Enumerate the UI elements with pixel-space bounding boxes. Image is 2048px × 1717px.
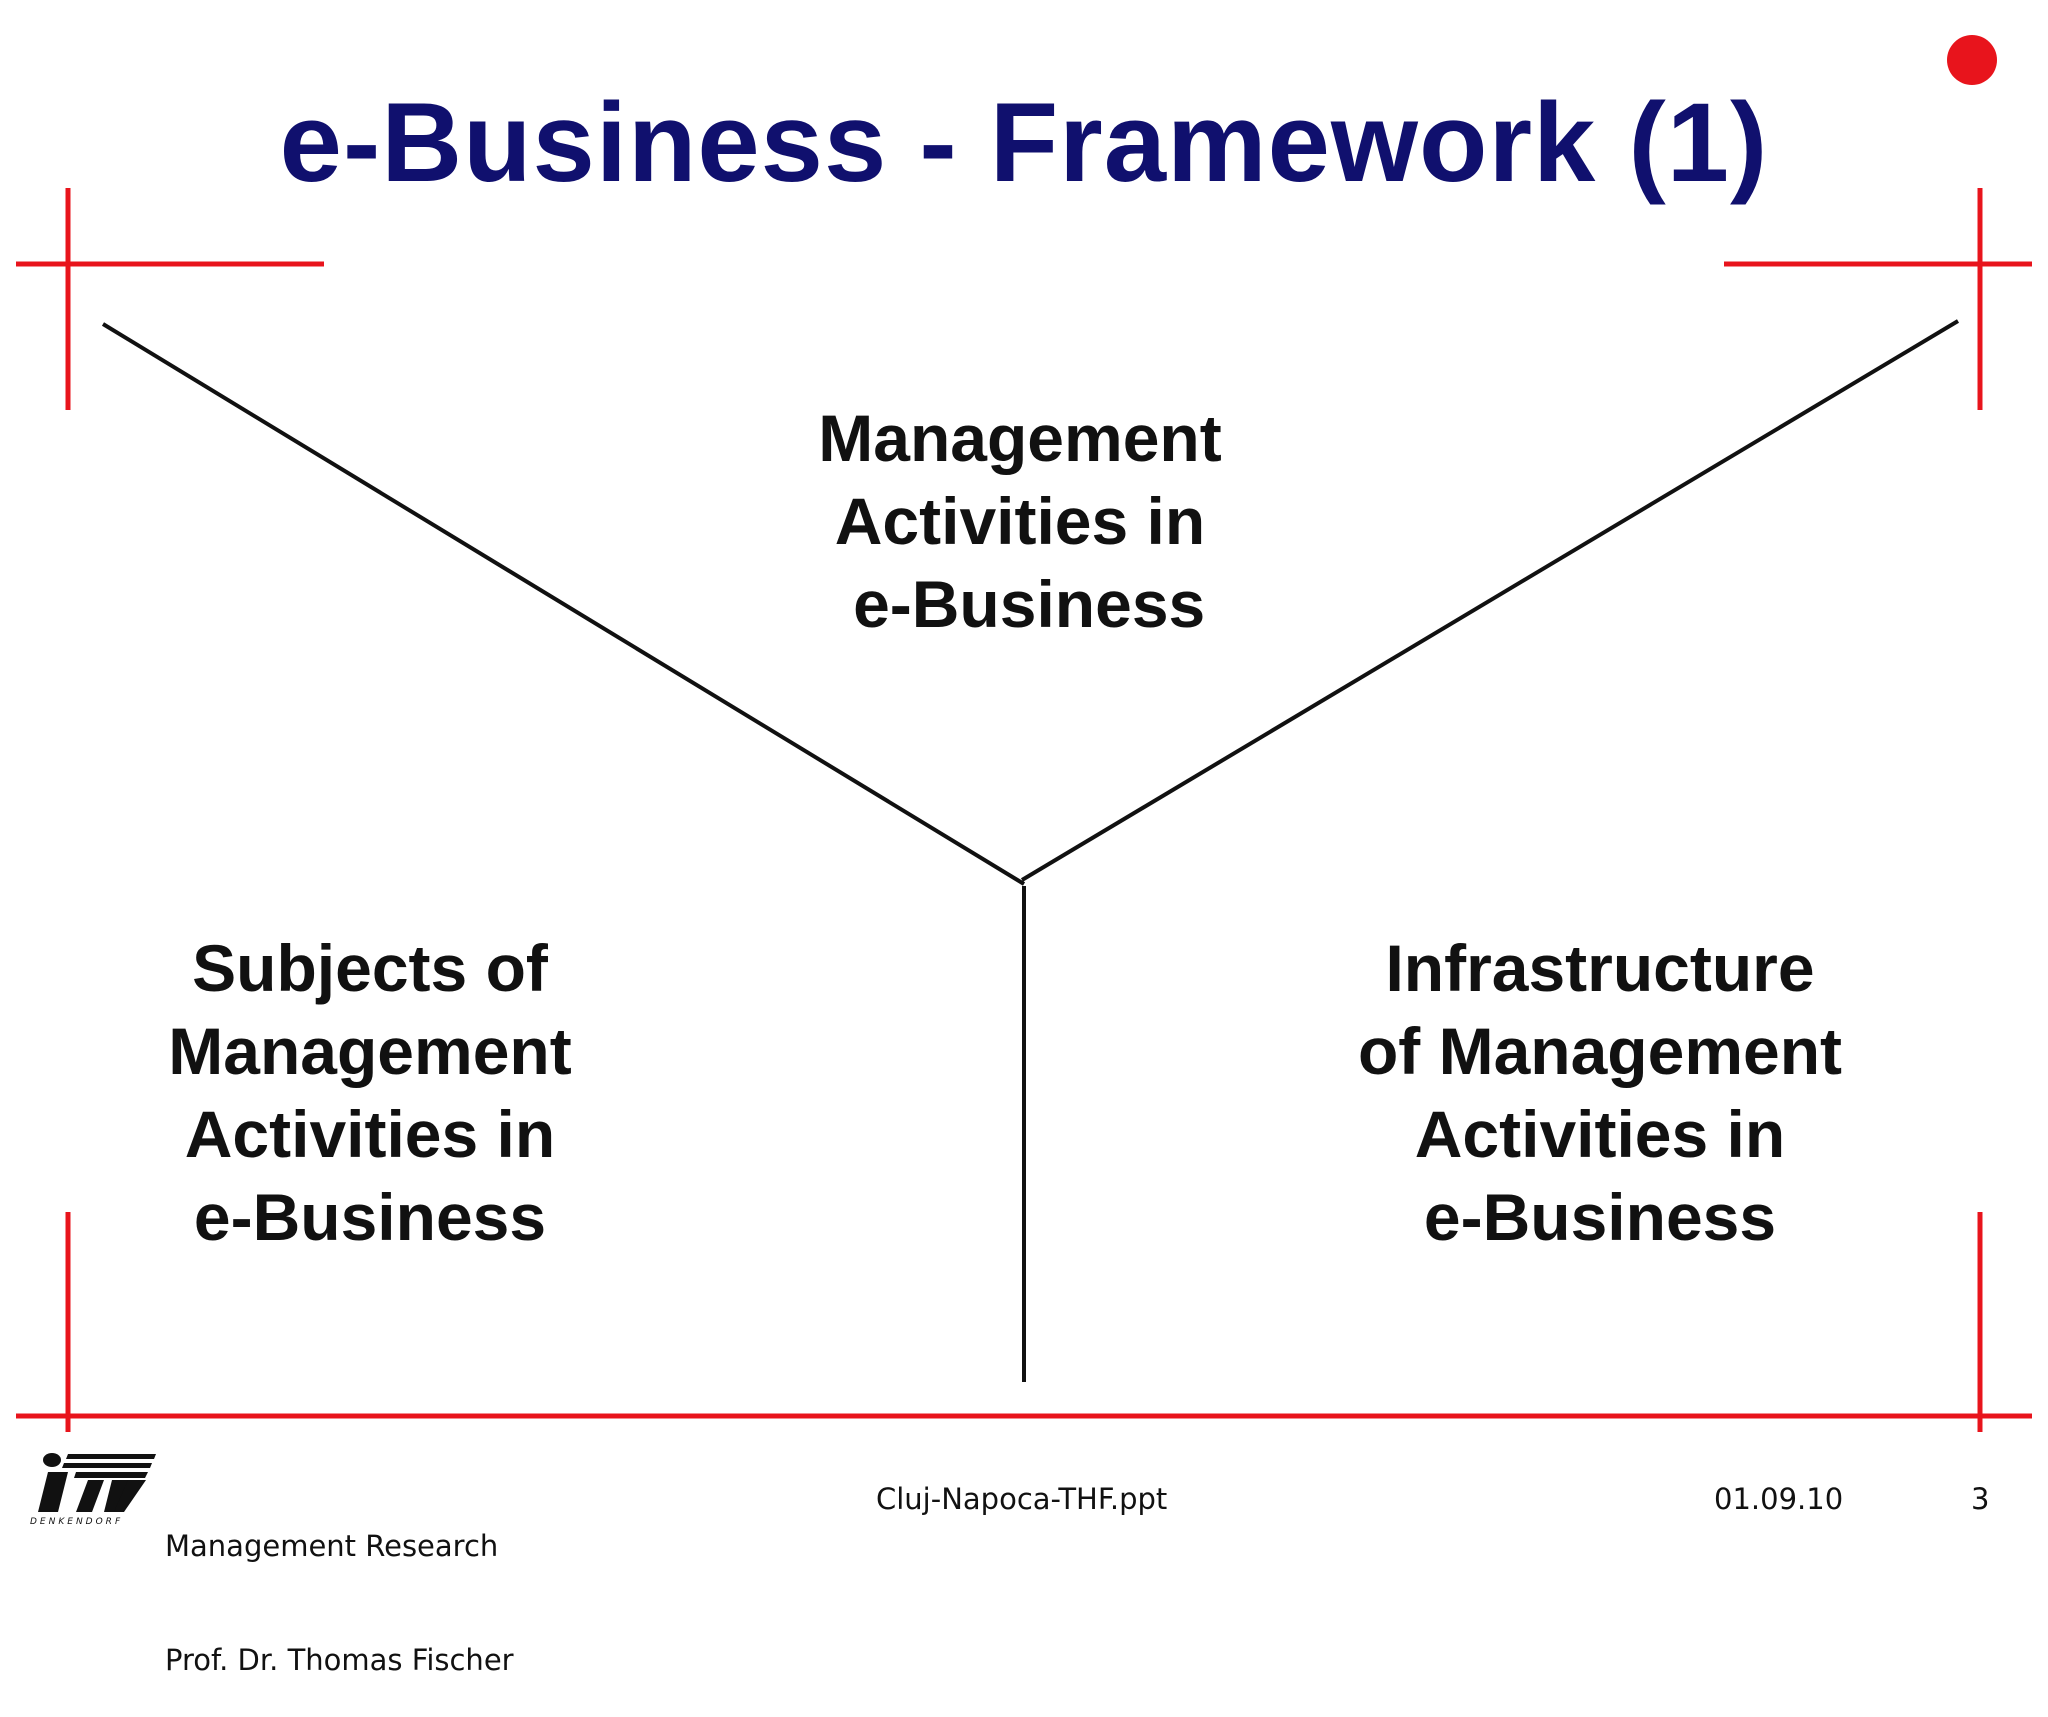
- footer-organization: Management Research Prof. Dr. Thomas Fis…: [165, 1451, 514, 1717]
- frame-marks: [16, 188, 2032, 1432]
- footer-author-line: Prof. Dr. Thomas Fischer: [165, 1643, 514, 1677]
- slide-canvas: [16, 35, 2032, 1432]
- slide-title: e-Business - Framework (1): [279, 80, 1769, 205]
- footer-page-number: 3: [1971, 1482, 1990, 1516]
- y-diagram: [101, 319, 1960, 1382]
- block-subjects: Subjects of Management Activities in e-B…: [100, 927, 640, 1259]
- block-line: Subjects of: [192, 931, 548, 1005]
- y-line-right-arm: [1020, 319, 1960, 882]
- block-line: Management: [818, 401, 1222, 475]
- y-line-left-arm: [101, 322, 1026, 886]
- itv-logo: DENKENDORF: [30, 1453, 156, 1526]
- svg-text:DENKENDORF: DENKENDORF: [30, 1517, 123, 1526]
- footer-org-line: Management Research: [165, 1529, 499, 1563]
- footer-date: 01.09.10: [1714, 1482, 1844, 1516]
- block-line: e-Business: [834, 567, 1206, 641]
- block-line: Activities in: [834, 484, 1206, 558]
- red-dot-marker: [1947, 35, 1997, 85]
- block-line: Activities in: [1414, 1097, 1786, 1171]
- block-line: of Management: [1357, 1014, 1843, 1088]
- block-management-activities: Management Activities in e-Business: [720, 397, 1320, 646]
- block-infrastructure: Infrastructure of Management Activities …: [1280, 927, 1920, 1259]
- block-line: Management: [168, 1014, 572, 1088]
- block-line: e-Business: [193, 1180, 547, 1254]
- footer-filename: Cluj-Napoca-THF.ppt: [876, 1482, 1168, 1516]
- block-line: Infrastructure: [1385, 931, 1815, 1005]
- block-line: Activities in: [184, 1097, 556, 1171]
- block-line: e-Business: [1423, 1180, 1777, 1254]
